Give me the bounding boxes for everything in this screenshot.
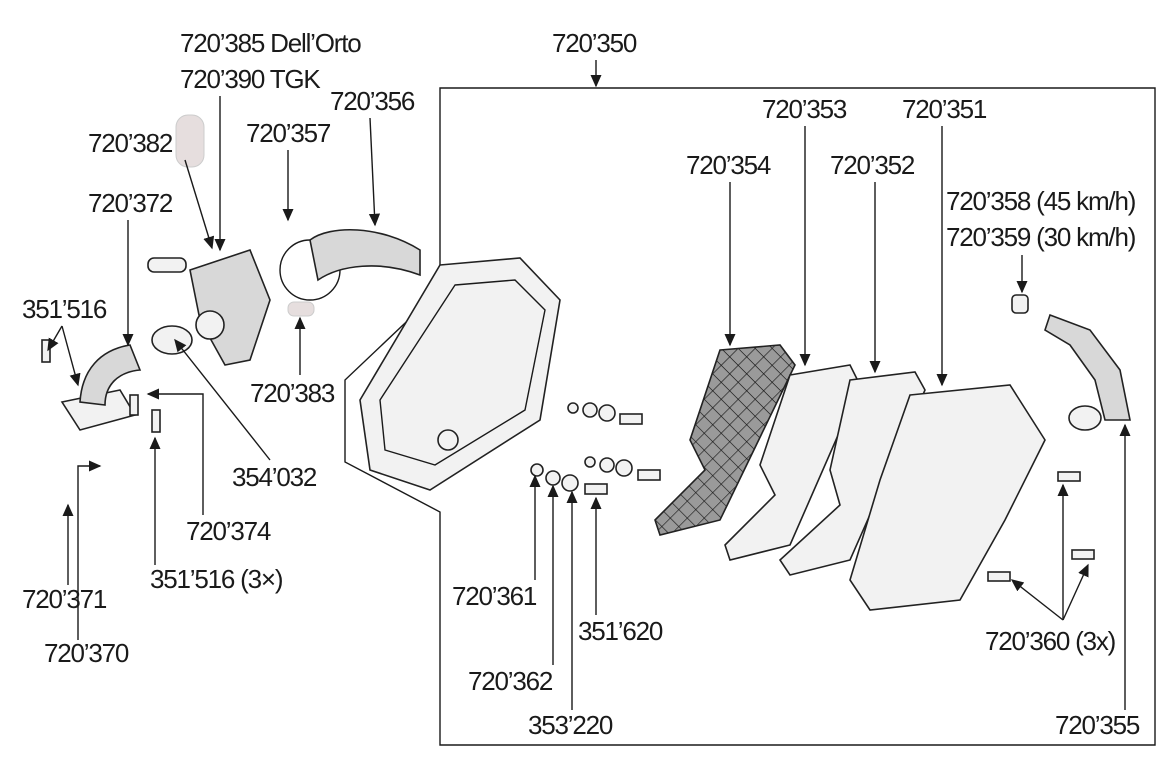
label-720355: 720’355 <box>1055 710 1140 740</box>
carburetor <box>147 114 315 366</box>
label-720374: 720’374 <box>186 516 271 546</box>
label-720382: 720’382 <box>88 128 173 158</box>
label-720354: 720’354 <box>686 150 771 180</box>
label-720357: 720’357 <box>246 118 331 148</box>
label-351516-3x: 351’516 (3×) <box>150 564 283 594</box>
filter-housing <box>359 257 561 491</box>
label-720351: 720’351 <box>902 94 987 124</box>
label-720390: 720’390 TGK <box>180 64 321 94</box>
label-353220: 353’220 <box>528 710 613 740</box>
label-351620: 351’620 <box>578 616 663 646</box>
outlet-tube <box>987 294 1131 582</box>
label-720358: 720’358 (45 km/h) <box>946 186 1136 216</box>
filter-elements <box>654 344 1046 611</box>
leader-lines <box>47 96 1131 710</box>
label-720370: 720’370 <box>44 638 129 668</box>
label-351516: 351’516 <box>22 294 107 324</box>
label-720360: 720’360 (3x) <box>985 626 1116 656</box>
label-720353: 720’353 <box>762 94 847 124</box>
label-720371: 720’371 <box>22 584 107 614</box>
label-720350: 720’350 <box>552 28 637 58</box>
label-720356: 720’356 <box>330 86 415 116</box>
label-354032: 354’032 <box>232 462 317 492</box>
intake-hose <box>279 228 421 301</box>
label-720352: 720’352 <box>830 150 915 180</box>
label-720359: 720’359 (30 km/h) <box>946 222 1136 252</box>
label-720361: 720’361 <box>452 581 537 611</box>
filter-hardware <box>530 402 661 495</box>
label-720383: 720’383 <box>250 378 335 408</box>
label-720385: 720’385 Dell’Orto <box>180 28 361 58</box>
label-720372: 720’372 <box>88 188 173 218</box>
label-720362: 720’362 <box>468 666 553 696</box>
intake-manifold-parts <box>41 339 161 433</box>
